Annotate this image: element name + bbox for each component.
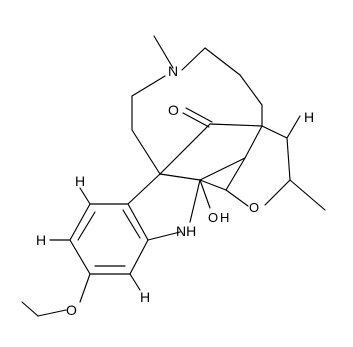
atom-o-ring: O <box>249 200 259 215</box>
bond-c7-ring <box>199 157 246 181</box>
bond-c2-quaternary <box>131 129 161 175</box>
bond-ketone-o-a <box>185 107 213 123</box>
atom-h-arene-left: H <box>36 232 46 248</box>
bond-lines <box>21 35 326 317</box>
bond-c6-oring <box>225 189 249 207</box>
atom-labels: N O H O H O NH H H H O <box>36 63 314 318</box>
bond-ar-2 <box>69 203 91 241</box>
bond-bridgehead-methine <box>261 125 288 139</box>
bond-n-c1 <box>131 75 166 97</box>
bond-c7-c6 <box>199 179 227 191</box>
bond-ring-c6 <box>225 157 246 191</box>
bond-ar-5 <box>129 239 149 275</box>
bond-c4-bridgehead <box>239 74 263 106</box>
atom-h-arene-top: H <box>75 173 85 189</box>
bond-quaternary-arene <box>127 173 161 205</box>
atom-h-hydroxyl: H <box>220 210 229 225</box>
bond-ar-nh <box>147 231 181 241</box>
bond-ar-h-bottom <box>129 273 141 291</box>
bond-methine-h <box>286 115 301 139</box>
bond-ar-6-inner <box>122 209 141 239</box>
bond-o-methyl-b <box>21 301 39 317</box>
bond-ketone-o-b <box>182 112 210 128</box>
bond-c7-oh <box>199 179 211 209</box>
bond-n-c3 <box>181 47 206 71</box>
bond-c3-c4 <box>204 47 241 76</box>
atom-nh: NH <box>176 223 196 239</box>
atom-h-arene-bottom: H <box>140 289 150 305</box>
bond-ketone-quaternary <box>159 123 211 175</box>
bond-ar-h-top <box>79 187 91 205</box>
bond-ar-2-inner <box>77 211 96 241</box>
bond-n-methyl <box>153 35 174 69</box>
atom-h-bridgehead: H <box>304 109 314 125</box>
bond-o-methyl-a <box>37 309 67 317</box>
bond-quaternary-c7 <box>159 173 201 181</box>
bond-bridgehead-ring <box>244 125 263 159</box>
bond-methine-c5 <box>286 137 291 181</box>
atom-o-methoxy: O <box>66 302 77 318</box>
bond-oring-c5 <box>264 179 291 206</box>
bond-ketone-bridgehead <box>209 123 263 127</box>
bond-ar-3 <box>69 239 91 275</box>
bond-ar-o <box>79 273 91 303</box>
atom-n: N <box>168 63 178 79</box>
atom-o-ketone: O <box>168 102 179 118</box>
bond-c5-methyl <box>289 179 326 211</box>
bond-ar-6 <box>127 203 149 241</box>
bond-c7-nh <box>189 179 201 223</box>
atom-o-hydroxyl: O <box>208 210 218 225</box>
